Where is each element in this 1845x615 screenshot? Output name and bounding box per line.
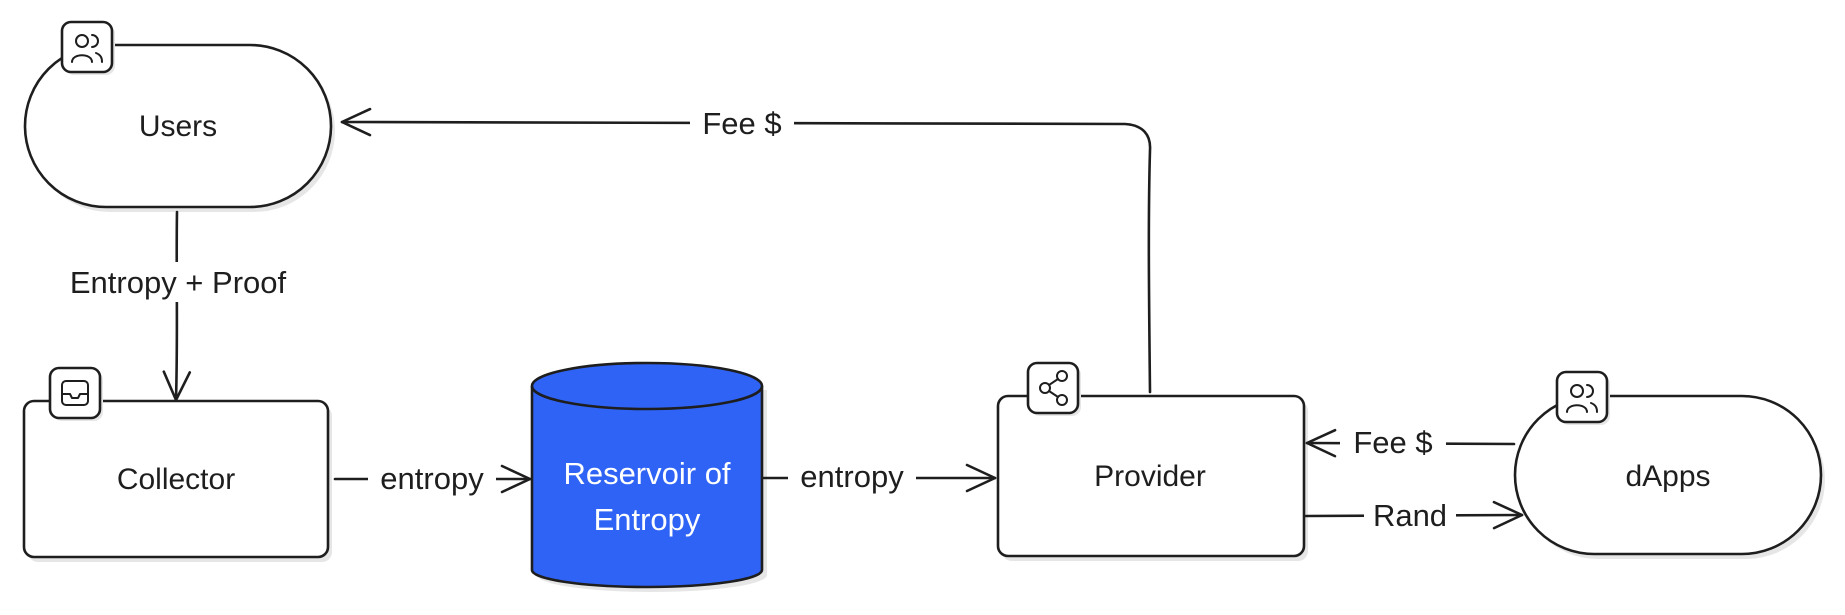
reservoir-node[interactable]: Reservoir of Entropy bbox=[530, 361, 767, 592]
edge-label-fee-users: Fee $ bbox=[702, 106, 781, 141]
edge-provider-to-dapps: Rand bbox=[1304, 494, 1524, 534]
edge-label-rand: Rand bbox=[1373, 498, 1447, 533]
users-label: Users bbox=[139, 110, 217, 143]
users-icon bbox=[60, 20, 115, 75]
reservoir-label-line1: Reservoir of bbox=[563, 456, 730, 491]
users-icon bbox=[1555, 370, 1610, 425]
edge-collector-to-reservoir: entropy bbox=[333, 458, 532, 498]
share-icon bbox=[1026, 361, 1081, 416]
edge-provider-to-users: Fee $ bbox=[340, 101, 1152, 394]
reservoir-label-line2: Entropy bbox=[594, 502, 701, 537]
edge-label-entropy-1: entropy bbox=[380, 461, 484, 496]
edge-users-to-collector: Entropy + Proof bbox=[52, 210, 302, 402]
dapps-node[interactable]: dApps bbox=[1513, 370, 1825, 559]
provider-label: Provider bbox=[1094, 460, 1206, 493]
edge-reservoir-to-provider: entropy bbox=[762, 456, 997, 496]
collector-node[interactable]: Collector bbox=[22, 366, 332, 562]
edge-label-entropy-proof: Entropy + Proof bbox=[70, 265, 287, 300]
edge-label-entropy-2: entropy bbox=[800, 459, 904, 494]
edge-dapps-to-provider: Fee $ bbox=[1305, 422, 1516, 464]
provider-node[interactable]: Provider bbox=[996, 361, 1308, 561]
collector-label: Collector bbox=[117, 463, 235, 496]
edge-label-fee-dapps: Fee $ bbox=[1353, 425, 1432, 460]
users-node[interactable]: Users bbox=[23, 20, 335, 212]
dapps-label: dApps bbox=[1625, 460, 1710, 493]
inbox-icon bbox=[48, 366, 103, 421]
